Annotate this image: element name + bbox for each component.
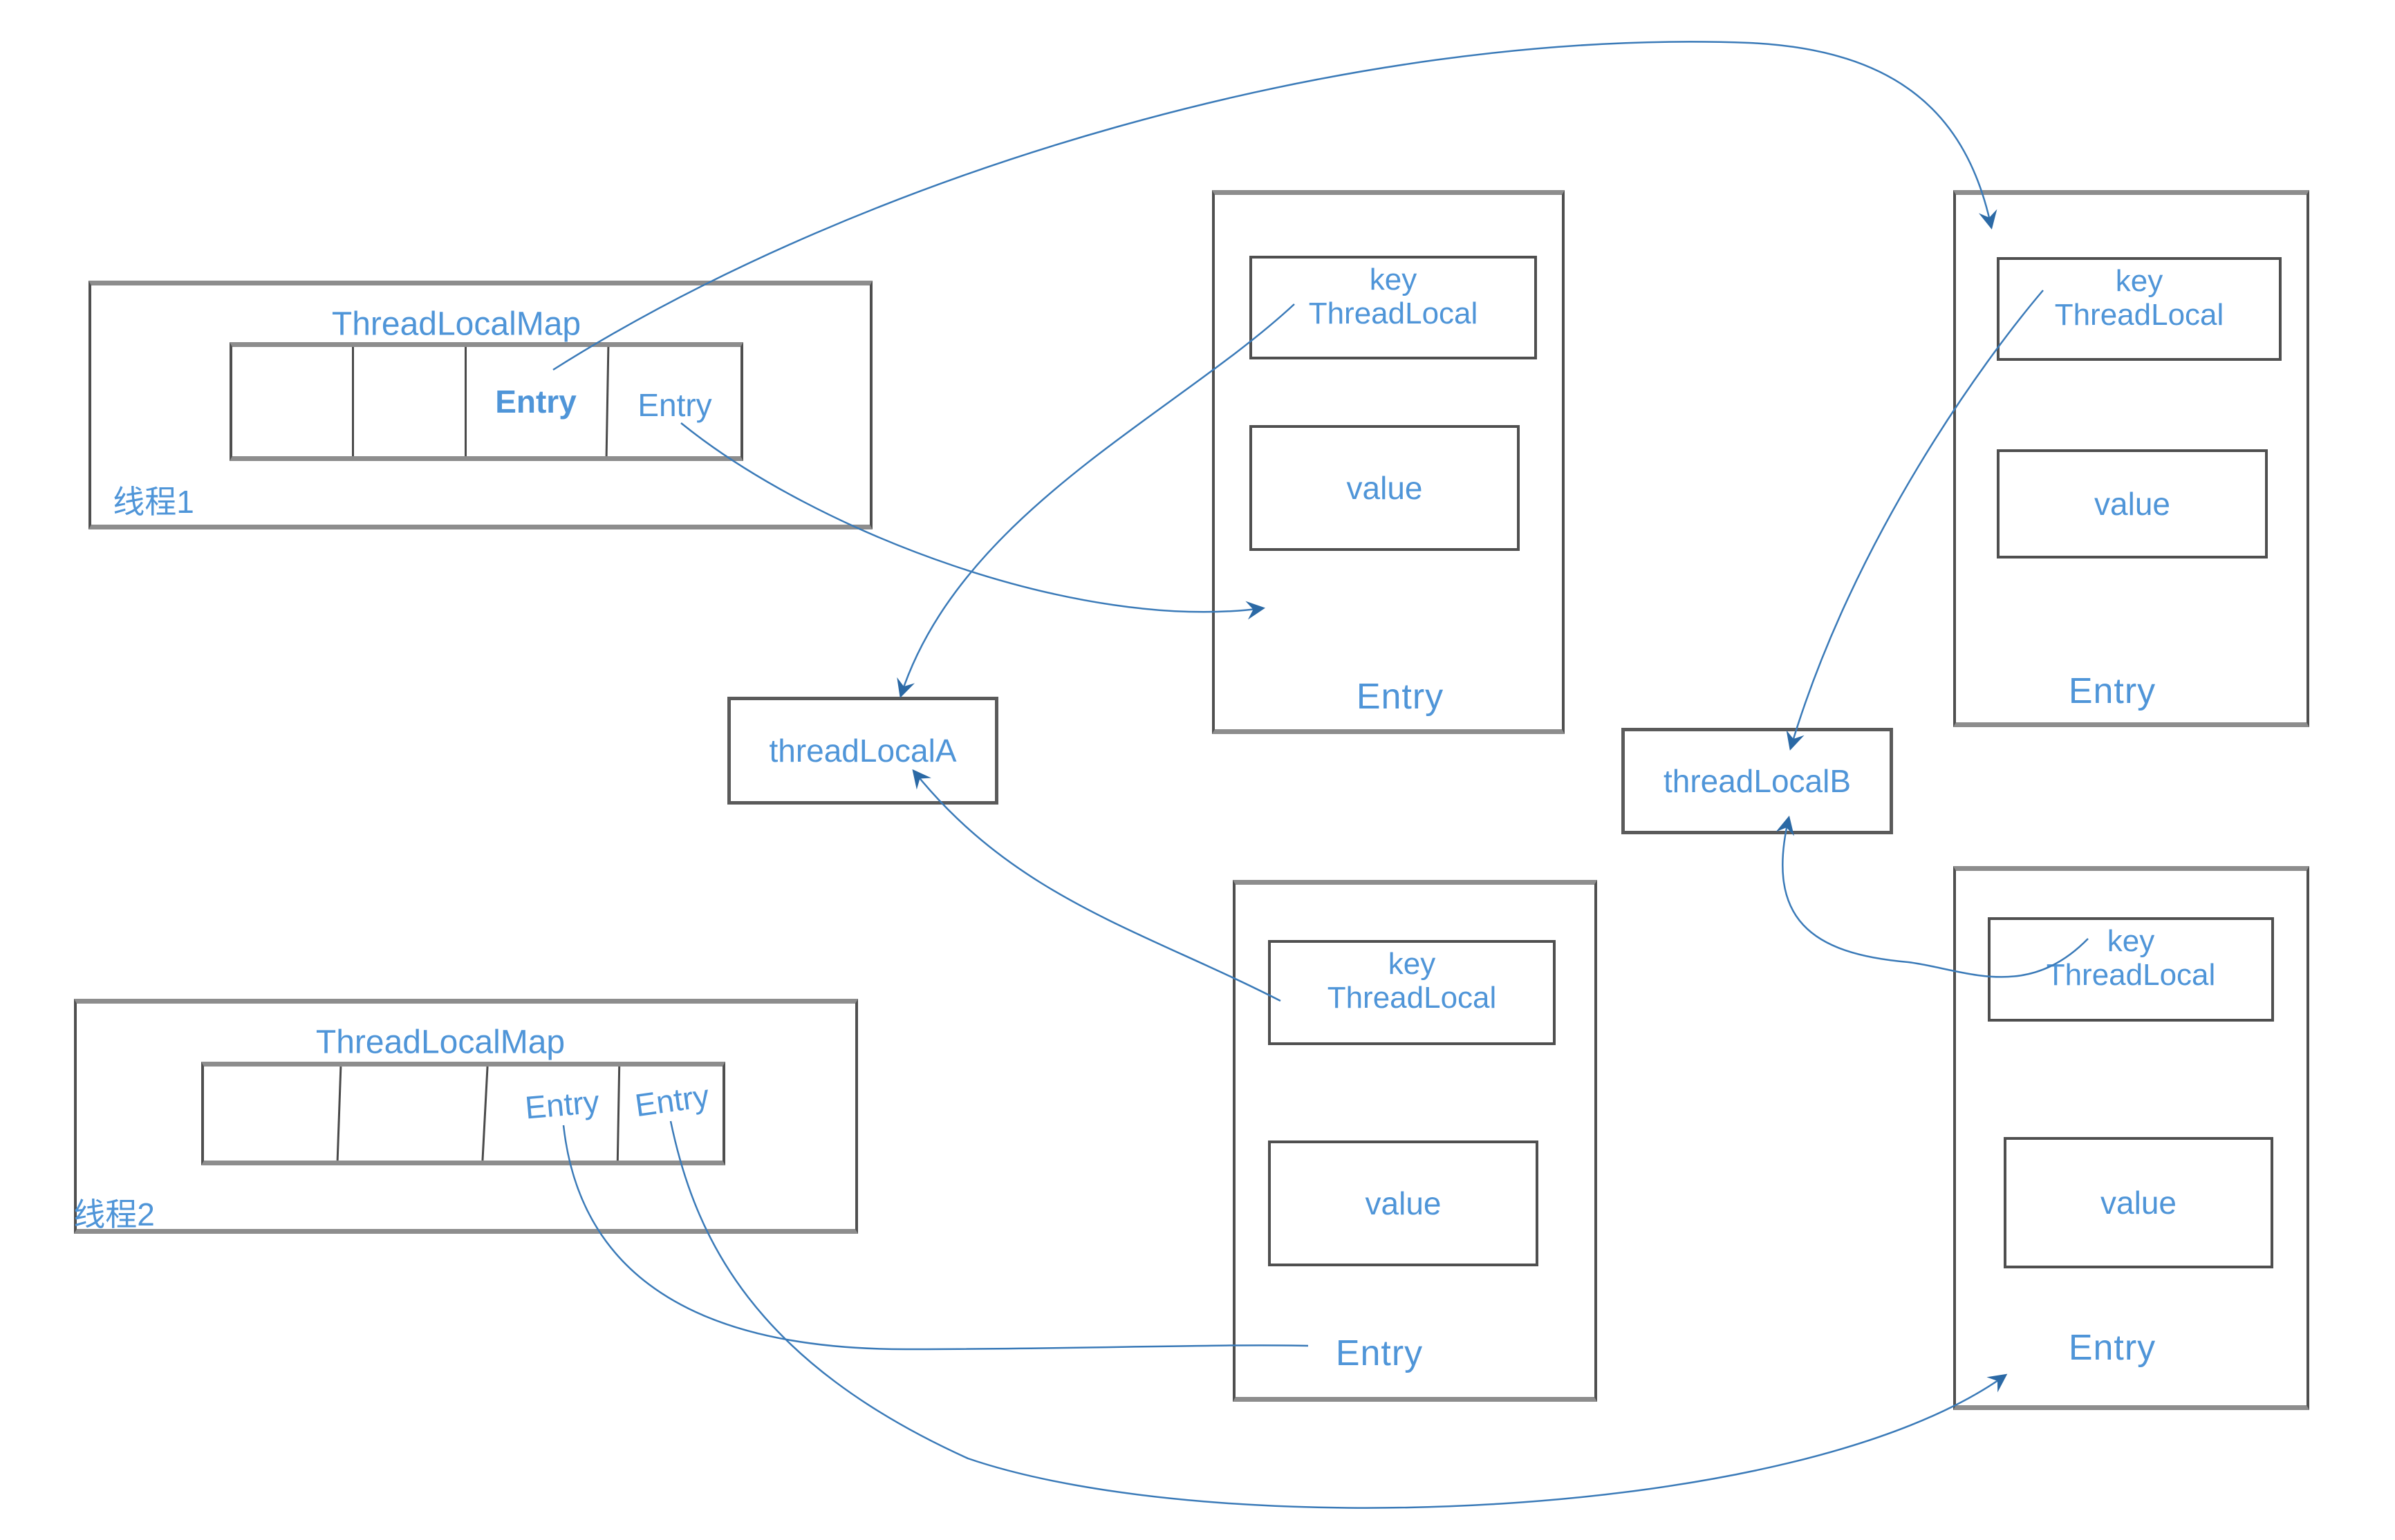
thread1-map-title: ThreadLocalMap (331, 306, 581, 343)
arrow-key-bottommiddle-to-threadlocala (912, 769, 1281, 1002)
key-box: key ThreadLocal (1268, 940, 1556, 1045)
table-divider (352, 347, 354, 456)
thread2-map-title: ThreadLocalMap (315, 1024, 566, 1061)
entry-object-bottom-right: key ThreadLocal value Entry (1953, 866, 2309, 1410)
thread2-slot4-entry-label: Entry (633, 1077, 711, 1124)
table-divider (481, 1067, 489, 1161)
thread2-box: ThreadLocalMap Entry Entry 线程2 (73, 999, 858, 1234)
key-type-label: ThreadLocal (1327, 981, 1497, 1015)
thread1-map-table: Entry Entry (230, 342, 743, 461)
threadlocal-b-label: threadLocalB (1663, 763, 1852, 799)
table-divider (605, 346, 610, 457)
entry-object-bottom-middle: key ThreadLocal value Entry (1233, 880, 1597, 1402)
entry-object-label: Entry (1356, 677, 1444, 717)
threadlocal-a-box: threadLocalA (727, 697, 998, 805)
key-label: key (1369, 263, 1417, 297)
key-box: key ThreadLocal (1249, 256, 1537, 359)
value-box: value (2004, 1137, 2273, 1268)
thread2-label: 线程2 (73, 1196, 155, 1232)
value-label: value (2094, 486, 2170, 522)
thread2-map-table: Entry Entry (201, 1062, 725, 1165)
threadlocal-a-label: threadLocalA (769, 733, 957, 769)
key-type-label: ThreadLocal (2046, 958, 2216, 993)
entry-object-top-middle: key ThreadLocal value Entry (1212, 190, 1565, 734)
thread1-slot4-entry-label: Entry (637, 387, 712, 423)
value-label: value (2100, 1185, 2177, 1221)
value-label: value (1365, 1185, 1442, 1221)
thread2-slot3-entry-label: Entry (523, 1083, 601, 1126)
table-divider (336, 1066, 342, 1161)
key-type-label: ThreadLocal (1308, 297, 1478, 331)
thread1-slot3-entry-label: Entry (495, 384, 577, 420)
key-type-label: ThreadLocal (2054, 298, 2224, 332)
key-label: key (1388, 947, 1436, 981)
table-divider (465, 347, 467, 456)
thread1-box: ThreadLocalMap Entry Entry 线程1 (88, 281, 873, 529)
key-box: key ThreadLocal (1997, 257, 2282, 361)
entry-object-top-right: key ThreadLocal value Entry (1953, 190, 2309, 727)
entry-object-label: Entry (2068, 671, 2156, 711)
key-label: key (2115, 264, 2163, 298)
threadlocal-b-box: threadLocalB (1621, 728, 1893, 834)
value-label: value (1346, 470, 1423, 506)
table-divider (616, 1066, 621, 1161)
value-box: value (1997, 449, 2268, 558)
key-box: key ThreadLocal (1988, 917, 2274, 1022)
thread1-label: 线程1 (113, 484, 194, 520)
entry-object-label: Entry (2068, 1328, 2156, 1368)
key-label: key (2107, 924, 2155, 958)
entry-object-label: Entry (1335, 1333, 1424, 1373)
value-box: value (1268, 1140, 1538, 1266)
value-box: value (1249, 425, 1520, 551)
